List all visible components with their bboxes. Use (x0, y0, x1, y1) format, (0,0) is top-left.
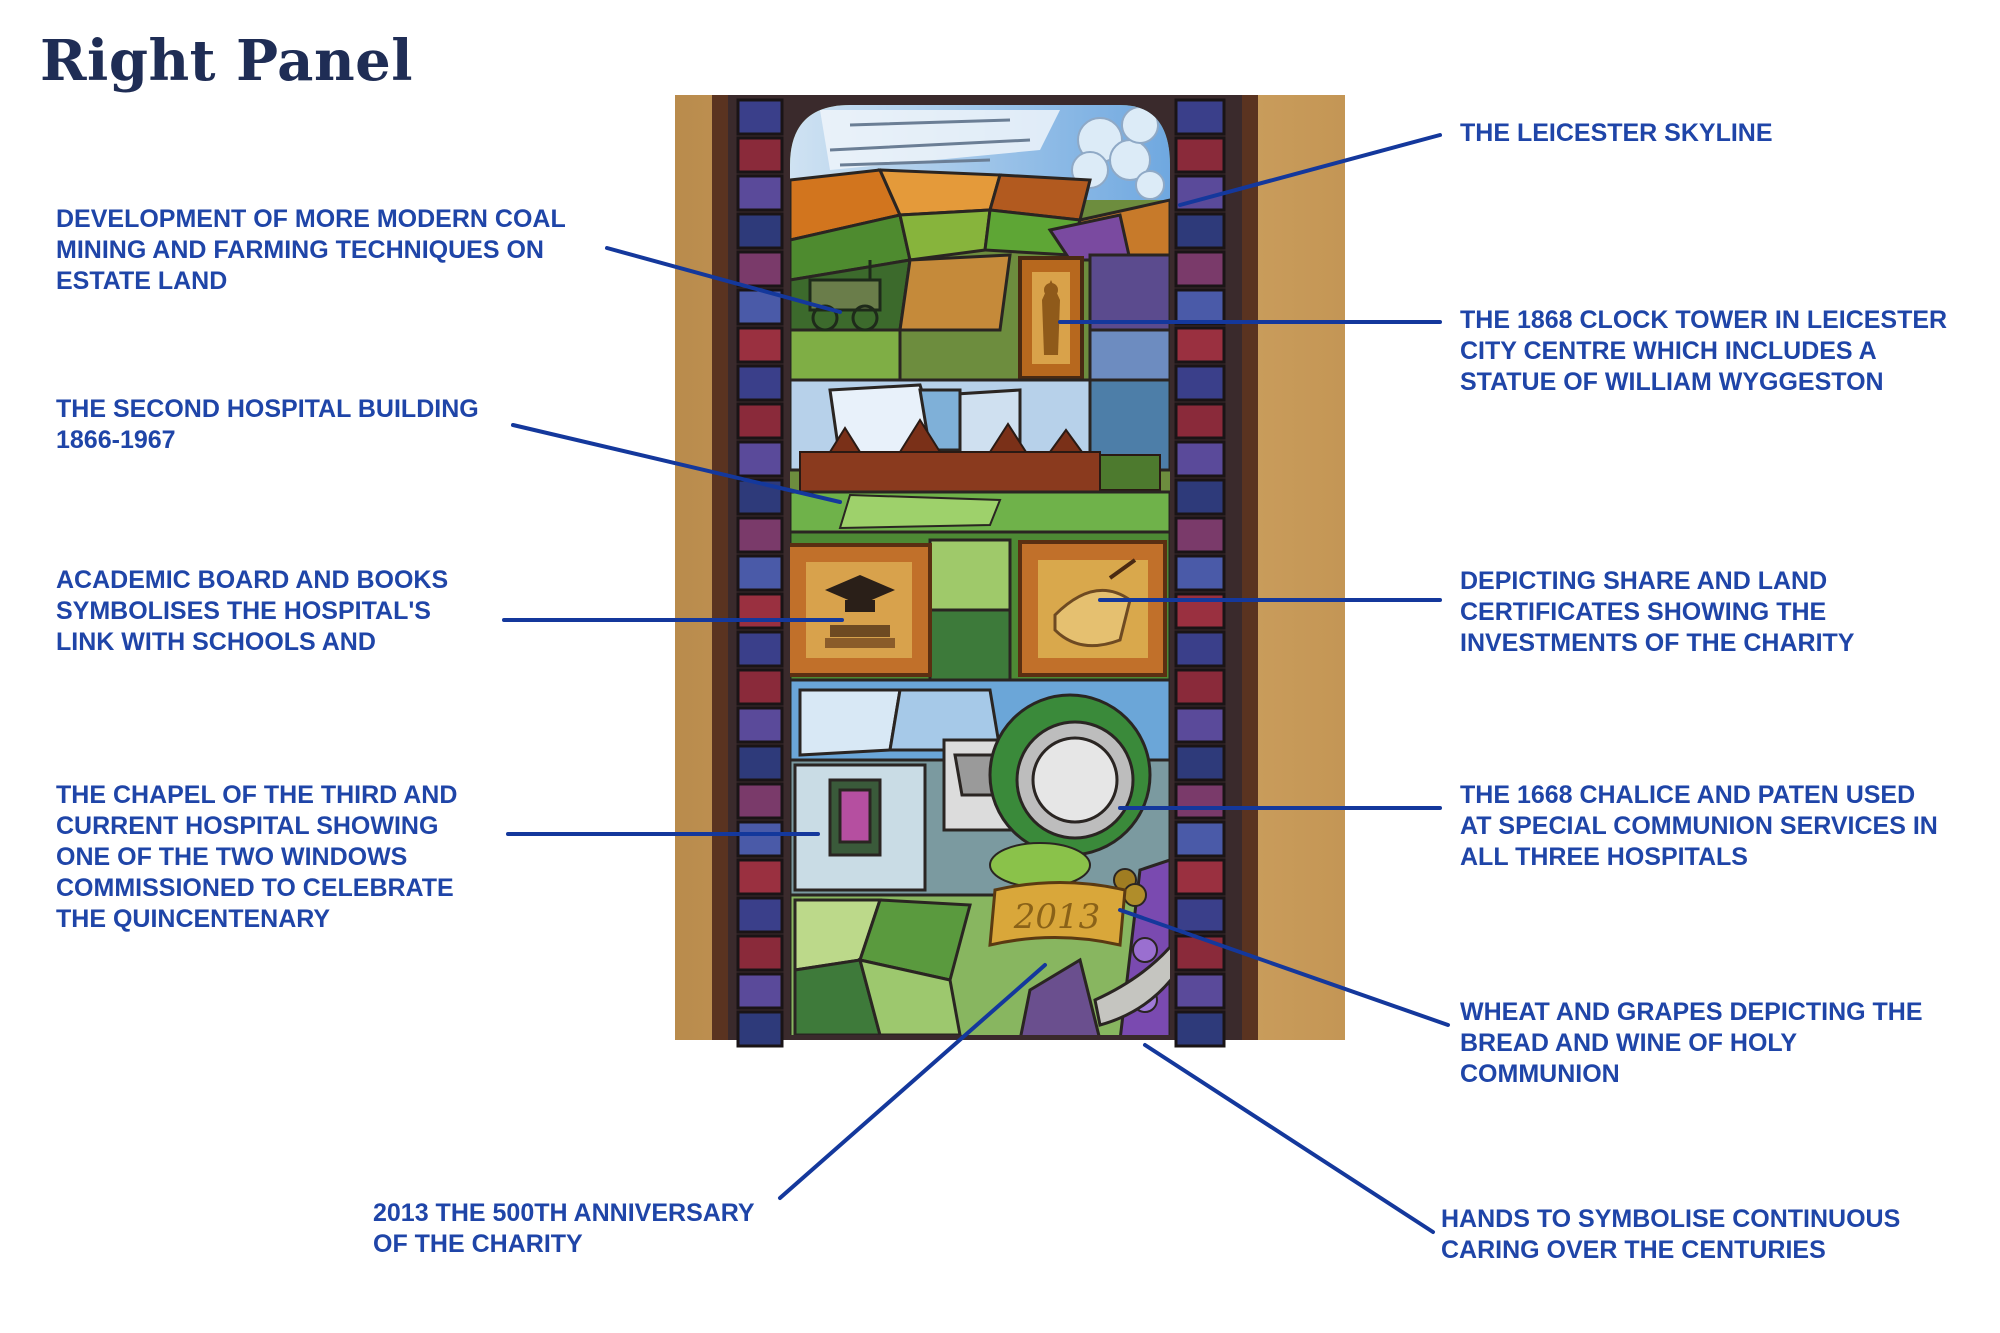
border-jewel (736, 402, 784, 440)
border-jewel (736, 630, 784, 668)
border-jewel (1174, 250, 1226, 288)
paten-icon (1031, 736, 1119, 824)
border-jewel (1174, 288, 1226, 326)
hospital-building-icon (799, 418, 1161, 493)
border-jewel (1174, 402, 1226, 440)
window-border-right (1174, 98, 1226, 1048)
hands-icon (1093, 931, 1170, 1027)
scroll-icon (1053, 588, 1132, 648)
border-jewel (736, 858, 784, 896)
border-jewel (1174, 136, 1226, 174)
border-jewel (736, 972, 784, 1010)
border-jewel (736, 364, 784, 402)
mortarboard-icon (825, 575, 895, 605)
border-jewel (736, 250, 784, 288)
border-jewel (736, 478, 784, 516)
border-jewel (1174, 326, 1226, 364)
leader-lines (502, 133, 1450, 1234)
border-jewel (1174, 668, 1226, 706)
border-jewel (736, 706, 784, 744)
border-jewel (736, 744, 784, 782)
line-coal (605, 246, 842, 314)
page-title: Right Panel (40, 28, 414, 94)
fields-panel (790, 168, 1170, 422)
border-jewel (736, 326, 784, 364)
line-skyline (1178, 133, 1442, 207)
border-jewel (1174, 98, 1226, 136)
border-jewel (1174, 896, 1226, 934)
academic-board-frame (790, 543, 932, 677)
border-jewel (1174, 440, 1226, 478)
border-jewel (1174, 1010, 1226, 1048)
border-jewel (1174, 630, 1226, 668)
line-hospital (511, 423, 842, 504)
border-jewel (736, 782, 784, 820)
border-jewel (1174, 858, 1226, 896)
border-jewel (736, 174, 784, 212)
border-jewel (736, 288, 784, 326)
border-jewel (736, 668, 784, 706)
line-wheat (1118, 908, 1450, 1027)
border-jewel (1174, 820, 1226, 858)
certificates-frame (1018, 540, 1167, 677)
border-jewel (1174, 706, 1226, 744)
border-jewel (1174, 934, 1226, 972)
window-glass: 2013 (790, 105, 1170, 1035)
border-jewel (1174, 554, 1226, 592)
border-jewel (1174, 972, 1226, 1010)
chapel-window-icon (838, 788, 872, 844)
border-jewel (736, 136, 784, 174)
svg-text:2013: 2013 (1013, 897, 1101, 937)
border-jewel (736, 820, 784, 858)
clock-tower-frame (1018, 256, 1084, 380)
border-jewel (1174, 782, 1226, 820)
border-jewel (1174, 516, 1226, 554)
window-border-left (736, 98, 784, 1048)
border-jewel (1174, 478, 1226, 516)
border-jewel (736, 1010, 784, 1048)
border-jewel (1174, 744, 1226, 782)
border-jewel (736, 516, 784, 554)
label-leicester-skyline: THE LEICESTER SKYLINE (1460, 119, 1773, 147)
border-jewel (736, 934, 784, 972)
border-jewel (736, 592, 784, 630)
border-jewel (736, 212, 784, 250)
border-jewel (736, 554, 784, 592)
border-jewel (736, 440, 784, 478)
line-anniversary (778, 963, 1047, 1200)
border-jewel (736, 896, 784, 934)
line-hands (1143, 1043, 1435, 1234)
border-jewel (1174, 364, 1226, 402)
border-jewel (1174, 212, 1226, 250)
border-jewel (736, 98, 784, 136)
anniversary-scroll: 2013 (988, 881, 1127, 947)
